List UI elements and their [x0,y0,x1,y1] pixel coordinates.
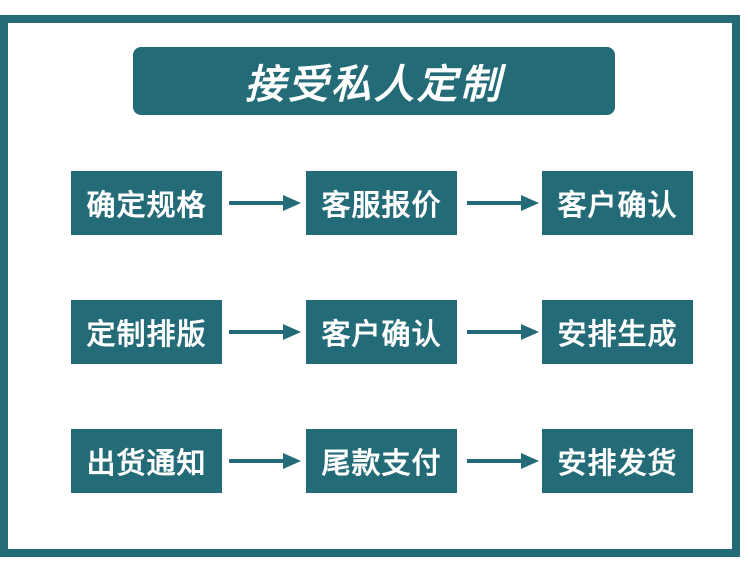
step-label: 确定规格 [86,188,207,222]
step-box: 安排生成 [542,300,693,364]
step-box: 定制排版 [71,300,222,364]
title-banner: 接受私人定制 [133,47,615,115]
step-box: 尾款支付 [306,429,457,493]
step-label: 客服报价 [321,188,442,222]
step-label: 安排发货 [557,446,678,480]
step-label: 尾款支付 [321,446,442,480]
step-box: 客服报价 [306,171,457,235]
step-box: 确定规格 [71,171,222,235]
right-arrow-icon [467,453,539,469]
step-box: 出货通知 [71,429,222,493]
step-label: 客户确认 [557,188,678,222]
step-label: 定制排版 [86,317,207,351]
step-box: 安排发货 [542,429,693,493]
right-arrow-icon [229,324,301,340]
step-label: 安排生成 [557,317,678,351]
right-arrow-icon [229,453,301,469]
right-arrow-icon [467,324,539,340]
step-label: 客户确认 [321,317,442,351]
step-box: 客户确认 [306,300,457,364]
right-arrow-icon [467,195,539,211]
step-label: 出货通知 [86,446,207,480]
page-title: 接受私人定制 [245,62,503,108]
right-arrow-icon [229,195,301,211]
step-box: 客户确认 [542,171,693,235]
